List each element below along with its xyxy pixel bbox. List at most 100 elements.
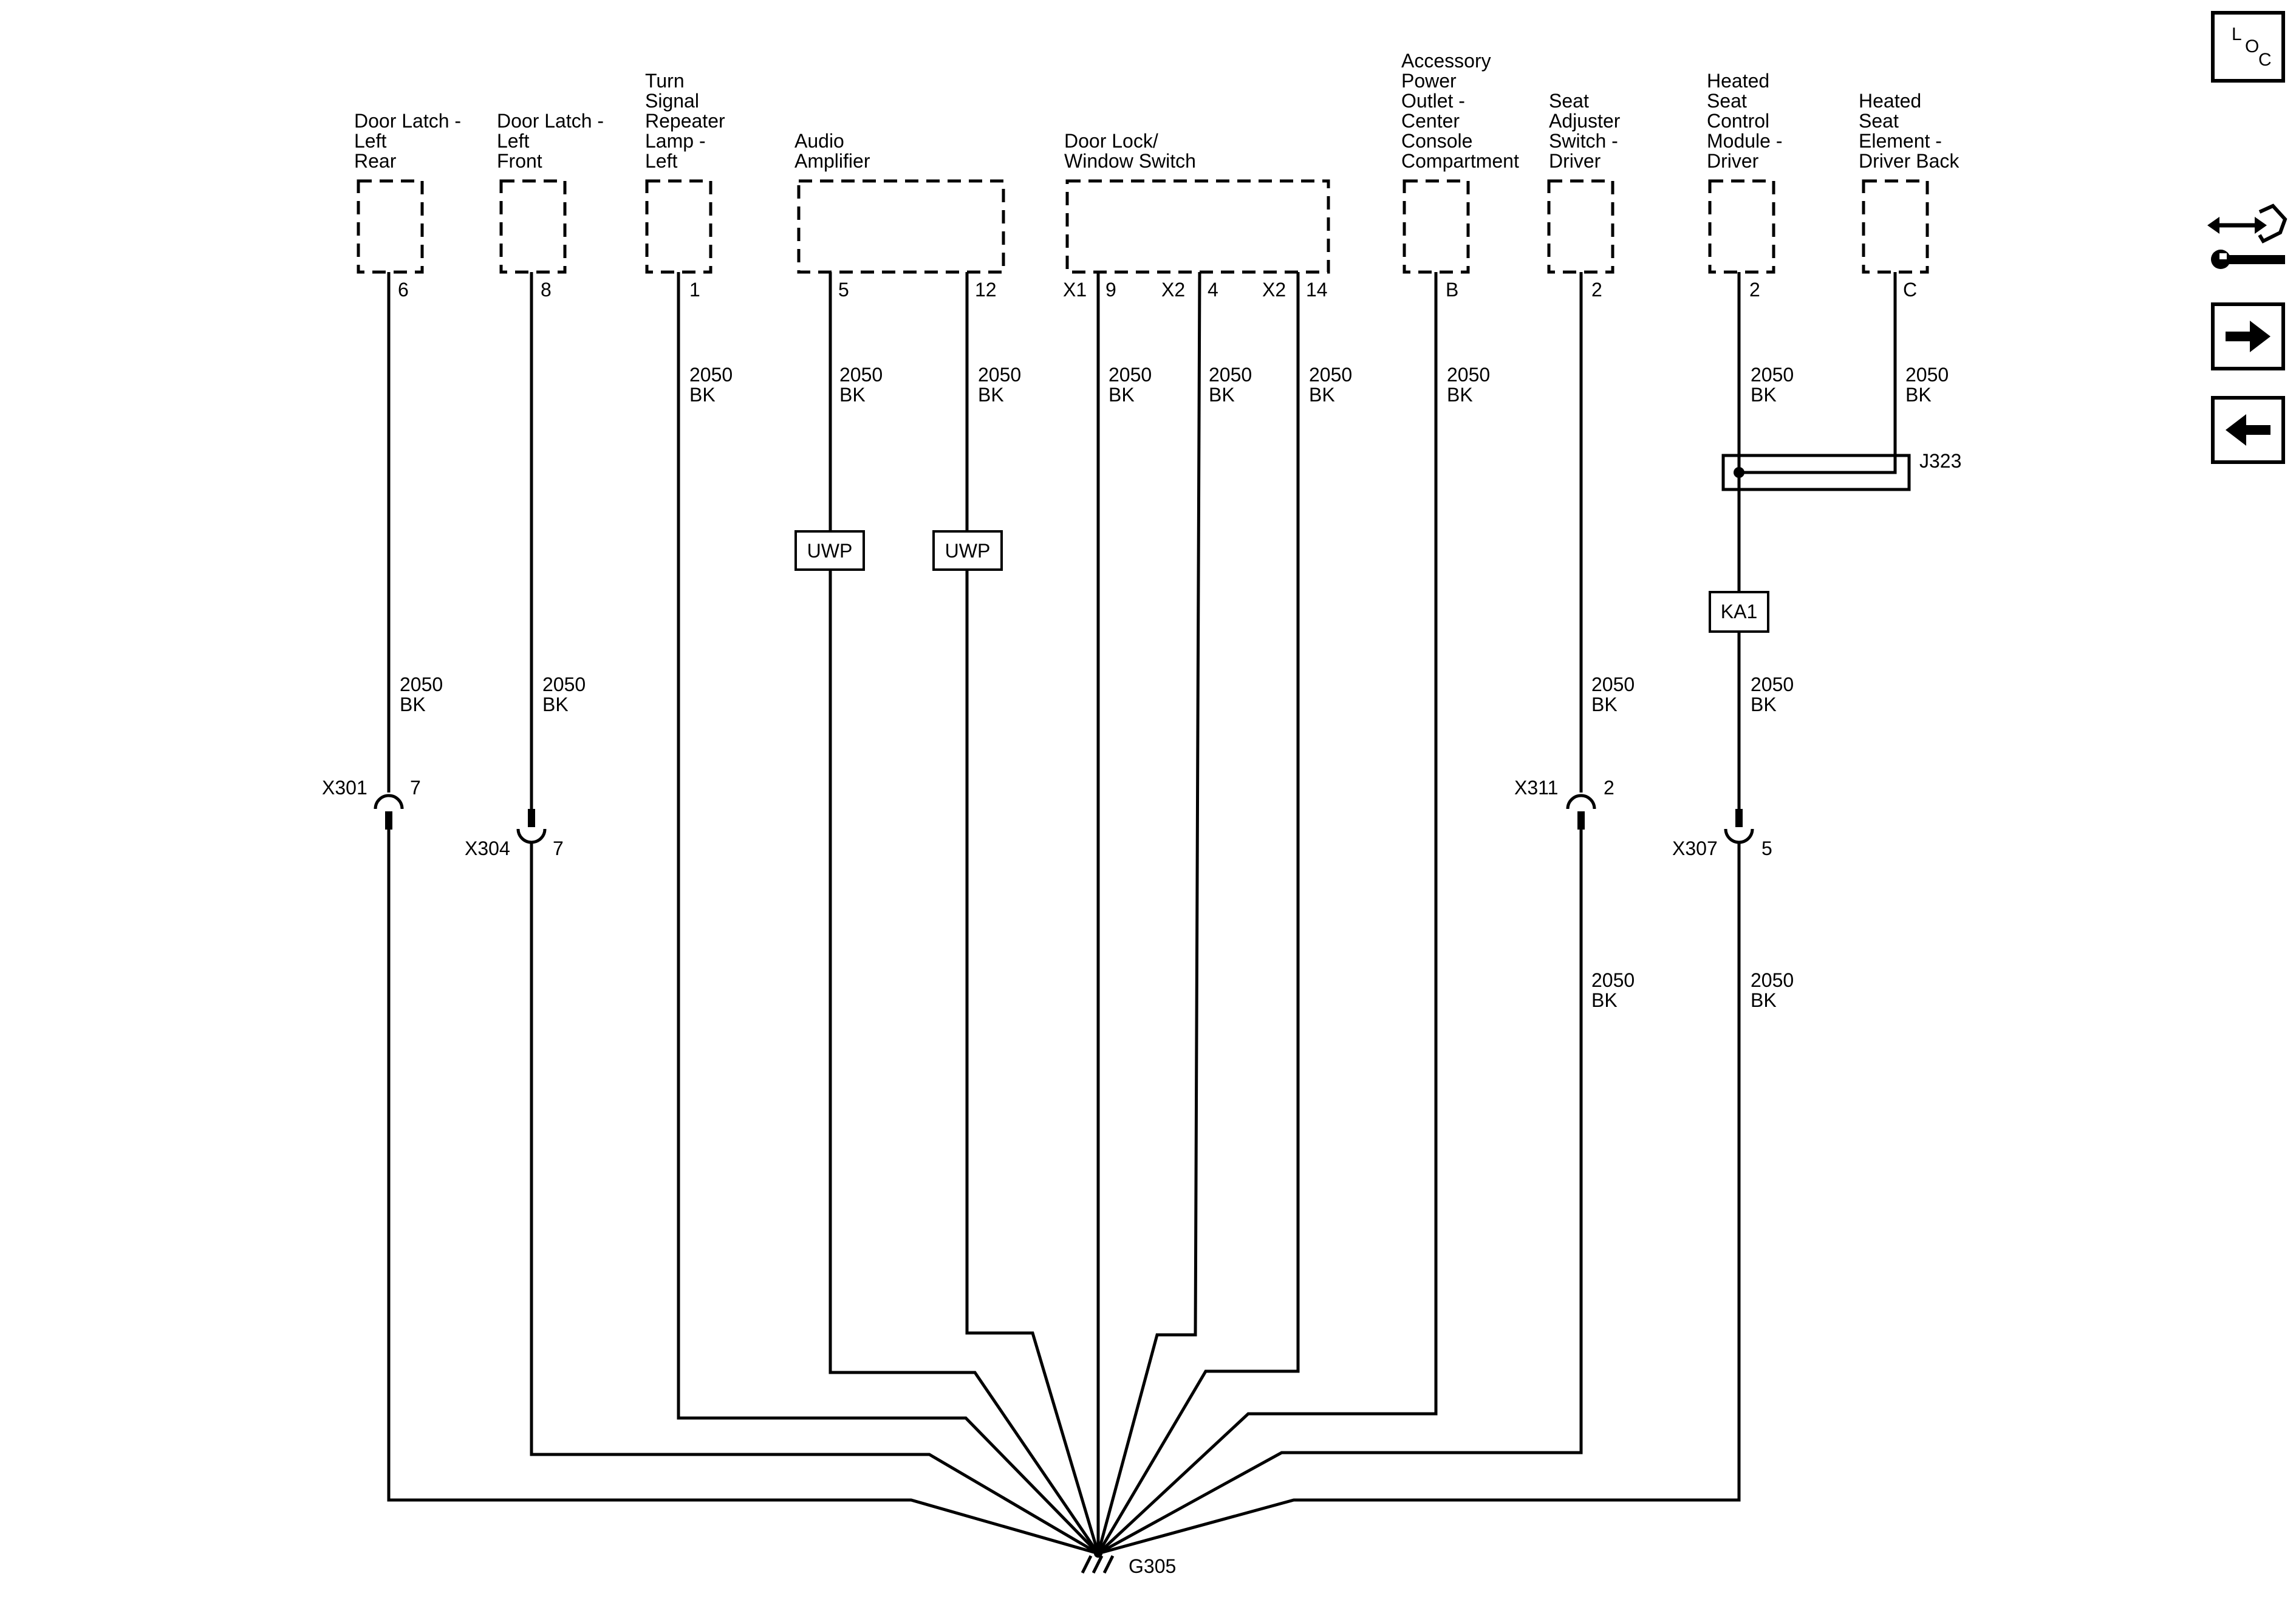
connector-x307: X307 5 [1672,809,1772,859]
label-accessory-power-outlet: Accessory Power Outlet - Center Console … [1401,50,1519,172]
svg-text:Driver: Driver [1549,150,1601,172]
svg-text:2050: 2050 [1591,969,1635,991]
component-box-heated-seat-element [1862,179,1929,274]
pin-audio-amp-12: 12 [975,279,997,301]
svg-text:L: L [2232,24,2242,44]
connector-x301: X301 7 [322,777,421,830]
svg-text:Center: Center [1401,110,1460,132]
svg-text:BK: BK [1591,989,1618,1011]
svg-text:BK: BK [839,384,866,406]
pin-accessory-power: B [1446,279,1458,301]
svg-text:2050: 2050 [1309,364,1352,386]
svg-text:Door Latch -: Door Latch - [354,110,461,132]
wire-door-lock-14 [1096,272,1300,1555]
svg-text:J323: J323 [1919,450,1961,472]
label-door-latch-left-front: Door Latch - Left Front [497,110,604,172]
pin-door-lock-x2a: X2 [1161,279,1185,301]
label-turn-signal-repeater-lamp-left: Turn Signal Repeater Lamp - Left [645,70,725,172]
pin-door-lock-x1: X1 [1063,279,1087,301]
svg-text:O: O [2245,36,2259,56]
uwp-box-audio-12: UWP [932,530,1003,571]
svg-text:Rear: Rear [354,150,397,172]
svg-text:BK: BK [400,694,426,715]
svg-text:Left: Left [497,130,529,152]
component-box-accessory-power [1403,179,1470,274]
splice-dot [1734,467,1744,478]
wire-seat-adjuster-lower [1097,829,1583,1555]
svg-text:Console: Console [1401,130,1472,152]
svg-text:G305: G305 [1129,1555,1176,1577]
svg-text:7: 7 [410,777,421,799]
next-button[interactable] [2211,302,2285,370]
svg-text:Switch -: Switch - [1549,130,1618,152]
svg-text:2050: 2050 [1751,673,1794,695]
svg-text:2050: 2050 [1447,364,1490,386]
wire-door-latch-lr-lower [387,829,1099,1555]
svg-text:Heated: Heated [1707,70,1769,92]
component-box-audio-amplifier [797,179,1005,274]
pin-door-lock-4: 4 [1208,279,1218,301]
svg-text:BK: BK [978,384,1004,406]
wire-accessory-power [1097,272,1438,1555]
svg-text:BK: BK [1447,384,1473,406]
svg-text:Seat: Seat [1549,90,1589,112]
svg-text:2050: 2050 [400,673,443,695]
svg-text:2050: 2050 [1209,364,1252,386]
connector-wrench-icon [2207,203,2287,269]
svg-text:Outlet -: Outlet - [1401,90,1465,112]
svg-text:X311: X311 [1514,777,1558,799]
svg-text:Lamp -: Lamp - [645,130,706,152]
wire-turn-signal [677,272,1099,1555]
wire-audio-amp-12-lower [965,570,1100,1554]
pin-seat-adjuster: 2 [1591,279,1602,301]
pin-door-latch-lr: 6 [398,279,409,301]
connector-wrench-button[interactable] [2206,203,2288,279]
svg-text:BK: BK [1309,384,1335,406]
svg-text:Driver Back: Driver Back [1859,150,1959,172]
svg-text:2050: 2050 [1905,364,1949,386]
uwp-box-audio-5: UWP [794,530,865,571]
pin-door-latch-lf: 8 [541,279,552,301]
connector-x304: X304 7 [465,809,564,859]
connector-x311: X311 2 [1514,777,1614,830]
svg-text:Turn: Turn [645,70,685,92]
component-box-heated-seat-module [1708,179,1775,274]
svg-text:Front: Front [497,150,542,172]
pin-labels: 6 8 1 5 12 X1 9 X2 4 X2 14 B 2 2 C [398,279,1917,301]
svg-text:BK: BK [689,384,716,406]
svg-text:Adjuster: Adjuster [1549,110,1621,132]
arrow-right-icon [2226,321,2270,352]
svg-text:BK: BK [1905,384,1932,406]
svg-text:2050: 2050 [978,364,1021,386]
pin-door-lock-9: 9 [1105,279,1116,301]
svg-text:KA1: KA1 [1721,601,1757,622]
wire-heated-seat-module-lower [1098,841,1741,1555]
svg-text:Element -: Element - [1859,130,1942,152]
svg-text:2050: 2050 [839,364,883,386]
previous-button[interactable] [2211,396,2285,464]
loc-button[interactable]: L O C [2211,11,2285,83]
component-box-turn-signal [645,179,712,274]
svg-text:2050: 2050 [1751,364,1794,386]
pin-door-lock-x2b: X2 [1262,279,1286,301]
svg-text:2050: 2050 [542,673,586,695]
splice-j323: J323 [1721,450,1961,491]
svg-text:2050: 2050 [1109,364,1152,386]
svg-text:Door Latch -: Door Latch - [497,110,604,132]
svg-text:7: 7 [553,837,564,859]
svg-text:Left: Left [354,130,386,152]
label-door-latch-left-rear: Door Latch - Left Rear [354,110,461,172]
